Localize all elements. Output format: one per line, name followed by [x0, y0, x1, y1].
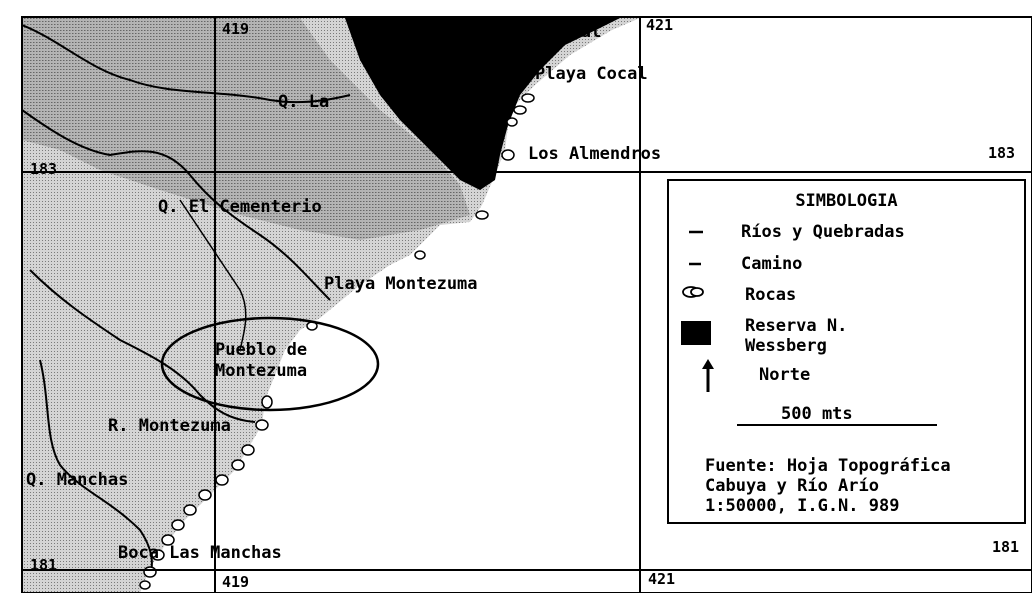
label-q-el-cementerio: Q. El Cementerio: [158, 197, 322, 217]
river-r-montezuma: [29, 269, 256, 423]
label-cocal-top: Cocal: [550, 22, 602, 42]
legend-title: SIMBOLOGIA: [795, 191, 898, 211]
grid-label-419-top: 419: [222, 20, 250, 38]
road-dash-icon: [689, 262, 701, 266]
label-q-manchas: Q. Manchas: [26, 470, 129, 490]
grid-lines: [22, 18, 1032, 593]
legend-box: SIMBOLOGIA Ríos y Quebradas Camino Rocas…: [667, 179, 1026, 524]
rock-icon: [682, 286, 704, 298]
label-pueblo-line2: Montezuma: [215, 361, 308, 381]
label-los-almendros: Los Almendros: [528, 144, 662, 164]
label-boca-las-manchas: Boca Las Manchas: [118, 543, 282, 563]
river-q-el-cementerio: [22, 109, 331, 301]
river-q-manchas: [39, 359, 153, 576]
map-frame: [21, 16, 1032, 593]
legend-rios: Ríos y Quebradas: [741, 222, 905, 242]
grid-label-183-right: 183: [988, 144, 1016, 162]
grid-label-181-right: 181: [992, 538, 1020, 556]
source-line3: 1:50000, I.G.N. 989: [705, 496, 900, 516]
grid-label-419-bottom: 419: [222, 573, 250, 591]
reserve-square-icon: [681, 321, 711, 345]
legend-source: Fuente: Hoja Topográfica Cabuya y Río Ar…: [705, 456, 951, 516]
scale-bar: [737, 424, 937, 426]
label-playa-montezuma: Playa Montezuma: [324, 274, 478, 294]
land-shading: [22, 18, 470, 240]
legend-norte: Norte: [759, 365, 811, 385]
pueblo-circle: [160, 316, 380, 412]
grid-label-421-top: 421: [646, 16, 674, 34]
north-arrow-icon: [702, 359, 714, 392]
legend-reserva-line2: Wessberg: [745, 336, 827, 356]
grid-label-421-bottom: 421: [648, 570, 676, 588]
coastal-rocks: [139, 93, 535, 590]
legend-camino: Camino: [741, 254, 803, 274]
legend-rocas: Rocas: [745, 285, 797, 305]
label-q-la: Q. La: [278, 92, 330, 112]
legend-reserva-line1: Reserva N.: [745, 316, 848, 336]
river-line-icon: [689, 230, 703, 234]
label-r-montezuma: R. Montezuma: [108, 416, 231, 436]
grid-label-183-left: 183: [30, 160, 58, 178]
river-q-la: [22, 24, 351, 104]
source-line1: Fuente: Hoja Topográfica: [705, 456, 951, 476]
label-playa-cocal: Playa Cocal: [535, 64, 648, 84]
reserve-area: [345, 18, 620, 190]
legend-scale-label: 500 mts: [781, 404, 853, 424]
road-inland: [179, 199, 247, 351]
source-line2: Cabuya y Río Arío: [705, 476, 879, 496]
grid-label-181-left: 181: [30, 556, 58, 574]
label-pueblo-line1: Pueblo de: [215, 340, 308, 360]
